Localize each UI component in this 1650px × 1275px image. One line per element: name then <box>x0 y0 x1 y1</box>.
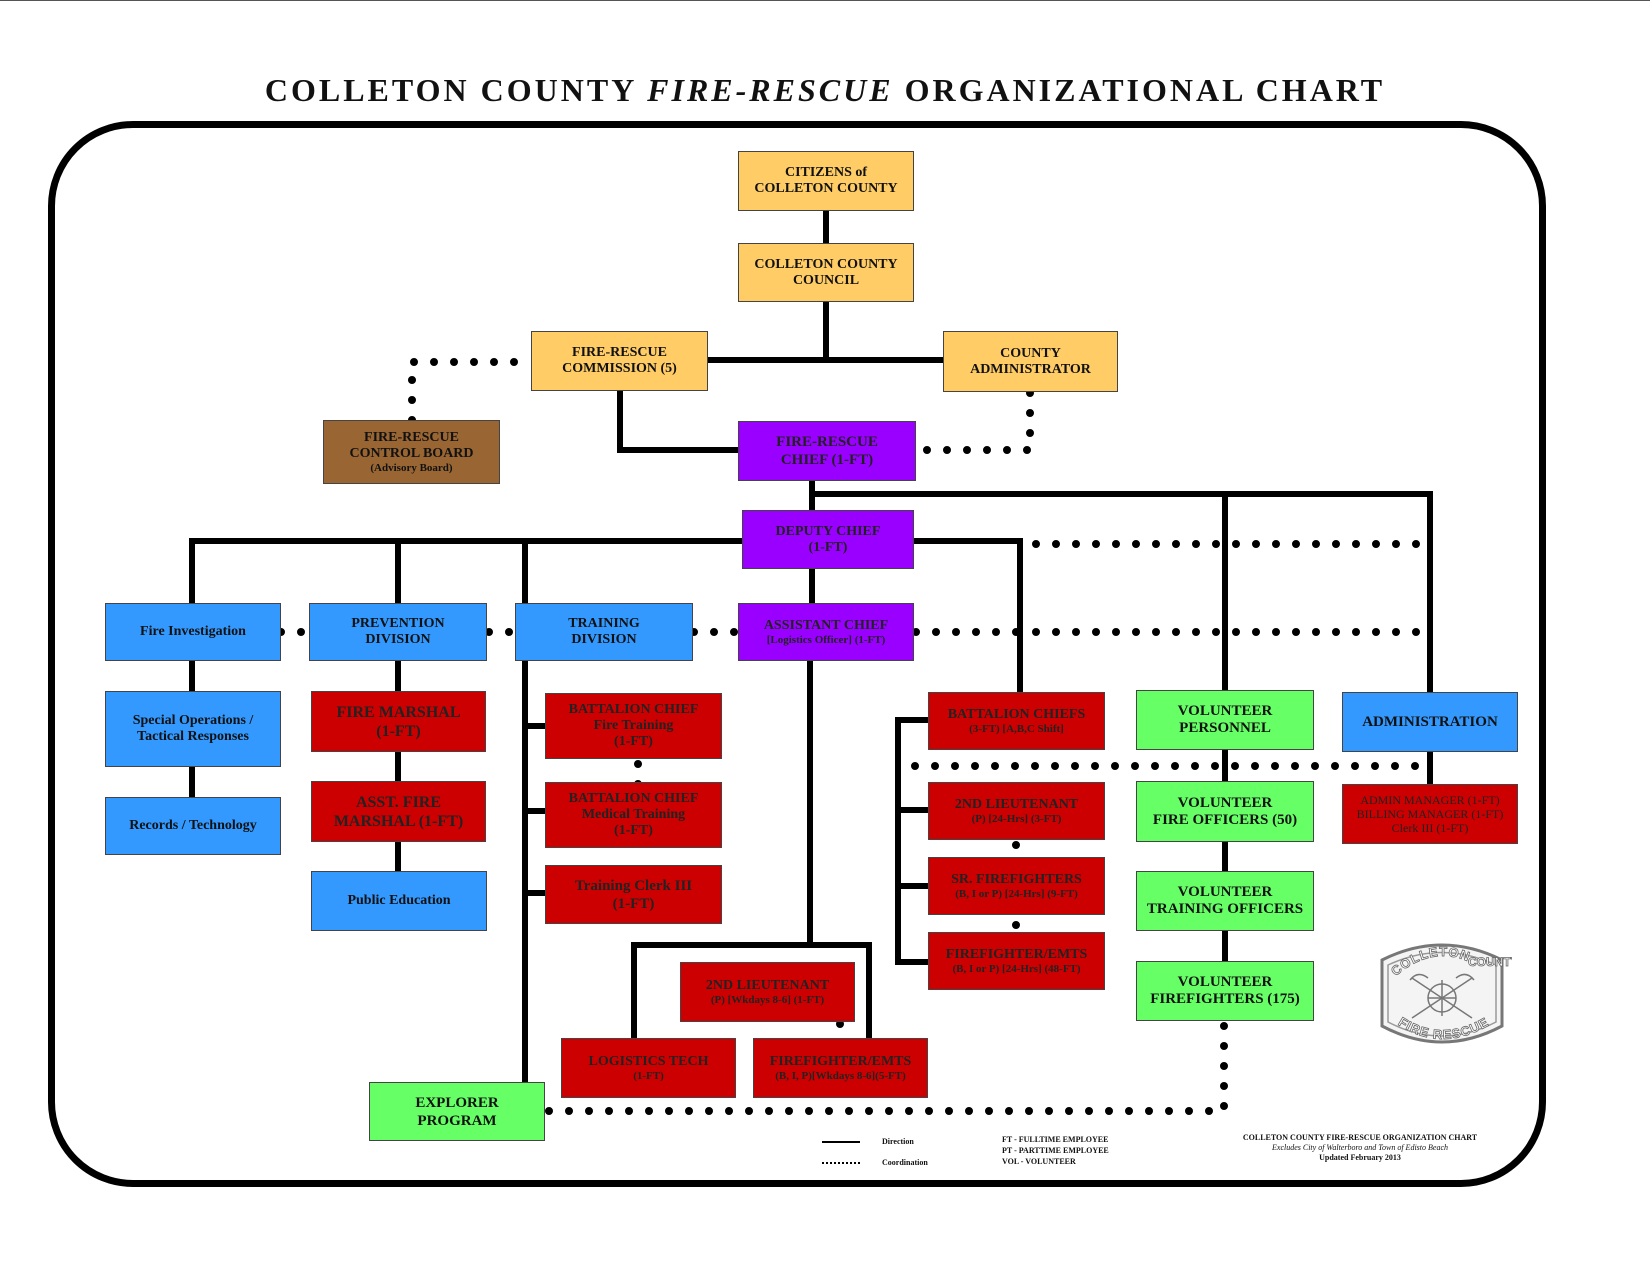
node-training-clerk: Training Clerk III(1-FT) <box>545 865 722 924</box>
chart-frame <box>48 121 1546 1187</box>
legend-direction-label: Direction <box>882 1137 914 1146</box>
node-deputy-chief: DEPUTY CHIEF(1-FT) <box>742 510 914 569</box>
top-border-line <box>0 0 1650 1</box>
node-sr-firefighters: SR. FIREFIGHTERS(B, I or P) [24-Hrs] (9-… <box>928 857 1105 915</box>
node-records-technology: Records / Technology <box>105 797 281 855</box>
footnote-updated: Updated February 2013 <box>1319 1153 1401 1162</box>
node-ops-2nd-lieutenant: 2ND LIEUTENANT(P) [24-Hrs] (3-FT) <box>928 782 1105 840</box>
colleton-fire-rescue-logo-icon: COLLETON COUNTY FIRE RESCUE <box>1380 943 1512 1044</box>
node-public-education: Public Education <box>311 871 487 931</box>
node-logistics-firefighters: FIREFIGHTER/EMTS(B, I, P)[Wkdays 8-6](5-… <box>753 1038 928 1098</box>
legend-coordination-label: Coordination <box>882 1158 928 1167</box>
svg-text:COUNTY: COUNTY <box>1468 955 1512 969</box>
footnote-title: COLLETON COUNTY FIRE-RESCUE ORGANIZATION… <box>1242 1133 1478 1142</box>
legend-pt: PT - PARTTIME EMPLOYEE <box>1002 1146 1109 1155</box>
node-fire-marshal: FIRE MARSHAL(1-FT) <box>311 691 486 752</box>
node-fire-investigation: Fire Investigation <box>105 603 281 661</box>
node-ops-firefighters: FIREFIGHTER/EMTS(B, I or P) [24-Hrs] (48… <box>928 932 1105 990</box>
footnote-exclusion: Excludes City of Walterboro and Town of … <box>1272 1143 1448 1152</box>
node-admin-staff: ADMIN MANAGER (1-FT)BILLING MANAGER (1-F… <box>1342 784 1518 844</box>
node-logistics-tech: LOGISTICS TECH(1-FT) <box>561 1038 736 1098</box>
node-battalion-chiefs: BATTALION CHIEFS(3-FT) [A,B,C Shift] <box>928 692 1105 750</box>
node-logistics-2nd-lieutenant: 2ND LIEUTENANT(P) [Wkdays 8-6] (1-FT) <box>680 962 855 1022</box>
legend-ft: FT - FULLTIME EMPLOYEE <box>1002 1135 1109 1144</box>
footnote: COLLETON COUNTY FIRE-RESCUE ORGANIZATION… <box>1210 1133 1510 1163</box>
node-special-operations: Special Operations /Tactical Responses <box>105 691 281 767</box>
node-assistant-chief: ASSISTANT CHIEF[Logistics Officer] (1-FT… <box>738 603 914 661</box>
node-administration: ADMINISTRATION <box>1342 692 1518 752</box>
legend-vol: VOL - VOLUNTEER <box>1002 1157 1076 1166</box>
page-title: COLLETON COUNTY FIRE-RESCUE ORGANIZATION… <box>264 72 1386 108</box>
